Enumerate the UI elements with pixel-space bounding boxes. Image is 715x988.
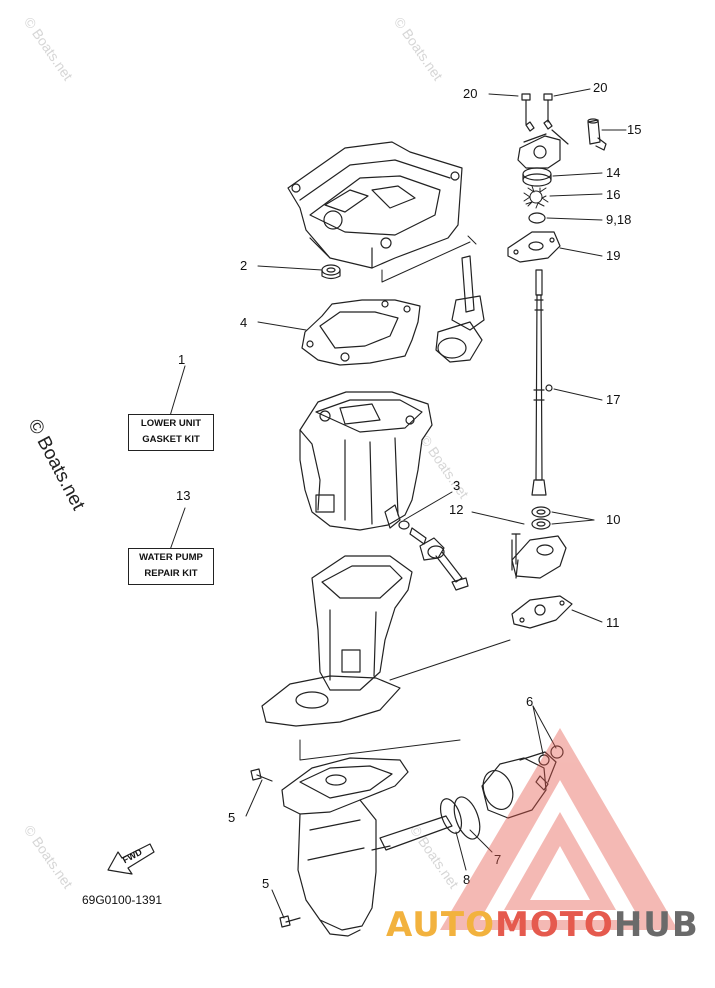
gasket-part-11 [511, 595, 573, 629]
callout-19: 19 [606, 248, 621, 263]
water-pump-repair-kit-box: WATER PUMP REPAIR KIT [128, 548, 214, 585]
exhaust-guide-part [435, 255, 485, 363]
propeller-shaft-housing-part [481, 745, 564, 819]
upper-casing-part [287, 141, 463, 269]
water-pump-bolt-left [521, 93, 531, 125]
outer-plate-cartridge-part-19 [507, 231, 561, 263]
drive-shaft-part [531, 269, 553, 496]
brand-part-hub: HUB [613, 905, 699, 945]
callout-5-upper: 5 [228, 810, 236, 825]
callout-13: 13 [176, 488, 191, 503]
water-pump-housing-part [517, 119, 569, 169]
diagram-code: 69G0100-1391 [82, 893, 163, 907]
brand-part-moto: MOTO [494, 905, 614, 945]
callout-8: 8 [463, 872, 471, 887]
callout-5-lower: 5 [262, 876, 270, 891]
lower-casing-part [261, 555, 413, 727]
oil-seal-housing-part [511, 533, 567, 579]
fwd-arrow-icon [107, 843, 155, 875]
o-ring-part-9-18 [528, 212, 546, 224]
callout-3: 3 [453, 478, 461, 493]
lower-unit-gasket-kit-box: LOWER UNIT GASKET KIT [128, 414, 214, 451]
shaft-housing-part [299, 391, 433, 531]
callout-4: 4 [240, 315, 248, 330]
callout-10: 10 [606, 512, 621, 527]
callout-12: 12 [449, 502, 464, 517]
callout-6: 6 [526, 694, 534, 709]
impeller-part-16 [523, 185, 549, 209]
callout-11: 11 [606, 615, 620, 630]
bolt-part-5-lower [279, 915, 301, 928]
kit-label-line1: WATER PUMP [139, 552, 203, 563]
callout-7: 7 [494, 852, 502, 867]
bolt-part-5-upper [250, 768, 273, 782]
bearing-part-10 [531, 506, 551, 530]
callout-20-left: 20 [463, 86, 478, 101]
gasket-part-4 [301, 299, 421, 366]
kit-label-line1: LOWER UNIT [140, 418, 202, 429]
callout-16: 16 [606, 187, 621, 202]
seal-part-2 [321, 264, 341, 280]
callout-17: 17 [606, 392, 621, 407]
kit-label-line2: REPAIR KIT [144, 568, 198, 579]
o-ring-part-7 [453, 796, 481, 840]
water-tube-part-15 [587, 118, 607, 151]
leader-lines [169, 88, 627, 919]
callout-2: 2 [240, 258, 248, 273]
insert-cartridge-part-14 [522, 167, 552, 187]
callout-20-right: 20 [593, 80, 608, 95]
kit-label-line2: GASKET KIT [142, 434, 200, 445]
brand-part-auto: AUTO [386, 905, 495, 945]
callout-15: 15 [627, 122, 642, 137]
callout-9-18: 9,18 [606, 212, 632, 227]
automotohub-wordmark: AUTOMOTOHUB [386, 905, 699, 945]
cooling-water-pipe-parts [398, 520, 469, 591]
water-pump-bolt-right [543, 93, 553, 123]
o-ring-part-8 [439, 798, 463, 834]
gear-case-part [281, 757, 453, 937]
callout-1: 1 [178, 352, 186, 367]
callout-14: 14 [606, 165, 621, 180]
